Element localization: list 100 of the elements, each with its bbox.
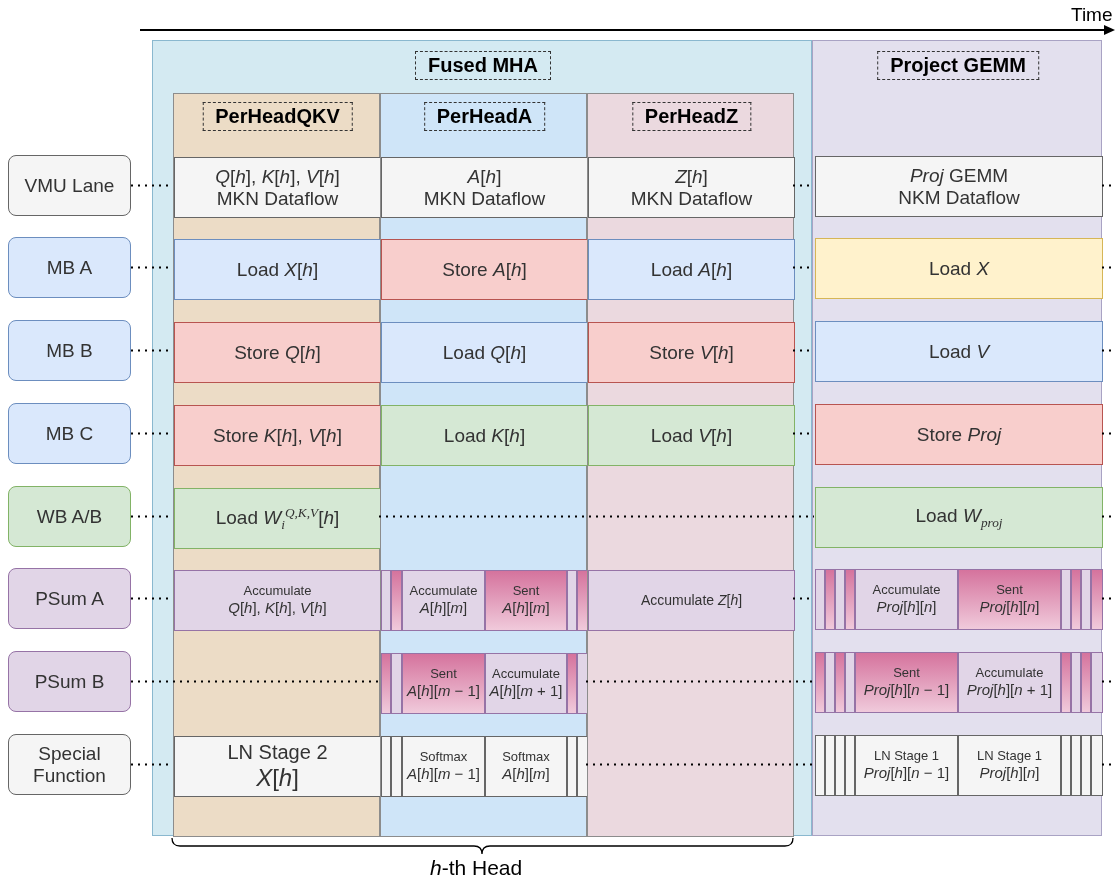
- schedule-cell: [815, 487, 1103, 548]
- stage-panel: [587, 93, 794, 837]
- slice-bar: [835, 569, 845, 630]
- cell-text: Store Proj: [916, 423, 1002, 446]
- lane-label: [8, 403, 131, 464]
- slice-bar: [815, 569, 825, 630]
- cell-text: A[h][m + 1]: [489, 682, 563, 700]
- lane-label: [8, 237, 131, 298]
- cell-text: X[h]: [256, 764, 299, 792]
- slice-bar: [1061, 652, 1071, 713]
- schedule-cell: [174, 405, 381, 466]
- cell-text: Load V: [928, 340, 990, 363]
- cell-text: Softmax: [419, 750, 468, 766]
- slice-bar: [391, 653, 402, 714]
- cell-text: A[h][m]: [502, 599, 550, 617]
- schedule-cell: [958, 652, 1061, 713]
- cell-text: Load W$_{proj}$: [915, 504, 1003, 531]
- lane-label: [8, 568, 131, 629]
- schedule-cell: [174, 157, 381, 218]
- cell-text: Store A[h]: [442, 258, 527, 281]
- lane-label: [8, 486, 131, 547]
- slice-bar: [1091, 735, 1103, 796]
- cell-text: A[h][m − 1]: [407, 765, 480, 783]
- slice-bar: [1081, 652, 1091, 713]
- cell-text: Store V[h]: [649, 341, 734, 364]
- column-heading: PerHeadQKV: [202, 102, 353, 131]
- cell-text: A[h][m]: [419, 599, 468, 617]
- schedule-cell: [174, 322, 381, 383]
- slice-bar: [845, 735, 855, 796]
- cell-text: Accumulate: [975, 666, 1044, 682]
- lane-guide-line: [585, 680, 815, 683]
- cell-text: Proj[h][n]: [979, 764, 1040, 782]
- schedule-cell: [381, 239, 588, 300]
- schedule-cell: [958, 735, 1061, 796]
- slice-bar: [825, 569, 835, 630]
- schedule-cell: [485, 736, 567, 797]
- cell-text: LN Stage 2: [227, 741, 328, 765]
- slice-bar: [815, 652, 825, 713]
- slice-bar: [381, 736, 391, 797]
- lane-name: MB B: [45, 339, 94, 362]
- slice-bar: [815, 735, 825, 796]
- cell-text: Load Q[h]: [442, 341, 527, 364]
- slice-bar: [825, 735, 835, 796]
- lane-label: [8, 734, 131, 795]
- schedule-cell: [958, 569, 1061, 630]
- stage-panel: [380, 93, 587, 837]
- schedule-cell: [174, 570, 381, 631]
- cell-text: Load K[h]: [443, 424, 526, 447]
- cell-text: Accumulate Z[h]: [640, 592, 743, 609]
- lane-name: VMU Lane: [23, 174, 116, 197]
- slice-bar: [567, 653, 577, 714]
- schedule-cell: [588, 570, 795, 631]
- cell-text: Sent: [996, 583, 1023, 599]
- cell-text: Accumulate: [409, 584, 478, 600]
- cell-text: Accumulate: [492, 667, 560, 683]
- cell-text: Proj[h][n − 1]: [863, 681, 950, 699]
- lane-name: MB A: [45, 256, 94, 279]
- schedule-cell: [402, 736, 485, 797]
- slice-bar: [845, 569, 855, 630]
- schedule-cell: [815, 156, 1103, 217]
- slice-bar: [577, 570, 588, 631]
- schedule-cell: [174, 488, 381, 549]
- stage-heading: Fused MHA: [415, 51, 551, 80]
- schedule-cell: [855, 652, 958, 713]
- lane-label: [8, 651, 131, 712]
- cell-text: A[h][m − 1]: [407, 682, 480, 700]
- cell-text: A[h][m]: [502, 765, 550, 783]
- slice-bar: [391, 570, 402, 631]
- cell-text: Q[h], K[h], V[h]: [215, 165, 340, 188]
- slice-bar: [835, 735, 845, 796]
- slice-bar: [381, 653, 391, 714]
- slice-bar: [1081, 735, 1091, 796]
- slice-bar: [1091, 652, 1103, 713]
- lane-guide-line: [130, 680, 380, 683]
- cell-text: Store Q[h]: [234, 341, 321, 364]
- schedule-cell: [815, 404, 1103, 465]
- slice-bar: [577, 653, 588, 714]
- slice-bar: [1081, 569, 1091, 630]
- cell-text: A[h]: [467, 165, 502, 188]
- column-heading: PerHeadA: [423, 102, 546, 131]
- cell-text: LN Stage 1: [976, 749, 1042, 765]
- schedule-cell: [855, 735, 958, 796]
- schedule-cell: [381, 157, 588, 218]
- schedule-cell: [402, 570, 485, 631]
- slice-bar: [577, 736, 588, 797]
- schedule-cell: [855, 569, 958, 630]
- slice-bar: [381, 570, 391, 631]
- schedule-cell: [588, 157, 795, 218]
- cell-text: Proj GEMM: [909, 164, 1009, 187]
- cell-text: MKN Dataflow: [216, 187, 339, 210]
- lane-name: Special Function: [32, 742, 107, 787]
- slice-bar: [1061, 569, 1071, 630]
- cell-text: Load A[h]: [650, 258, 733, 281]
- slice-bar: [1071, 652, 1081, 713]
- cell-text: Proj[h][n]: [876, 598, 937, 616]
- cell-text: Z[h]: [675, 165, 708, 188]
- cell-text: Q[h], K[h], V[h]: [228, 599, 327, 617]
- axis-label: Time: [1071, 4, 1113, 26]
- schedule-cell: [815, 238, 1103, 299]
- cell-text: Load X[h]: [236, 258, 319, 281]
